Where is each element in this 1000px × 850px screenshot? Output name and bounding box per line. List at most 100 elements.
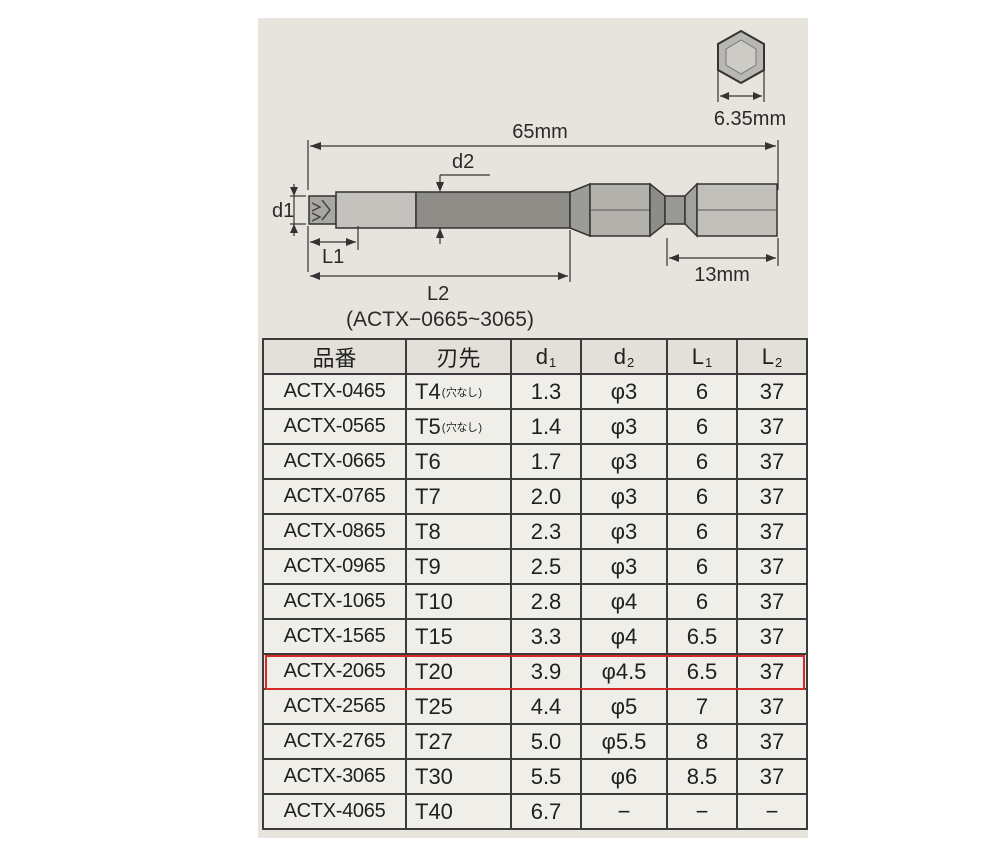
cell-d1: 4.4 <box>510 688 582 725</box>
cell-l1: 8.5 <box>666 758 738 795</box>
total-length-label: 65mm <box>512 121 568 143</box>
cell-d2: − <box>580 793 668 830</box>
cell-d2: φ3 <box>580 478 668 515</box>
cell-l2: 37 <box>736 373 808 410</box>
d2-label: d2 <box>452 151 474 173</box>
cell-part-no: ACTX-1065 <box>262 583 407 620</box>
hex-length-label: 13mm <box>694 264 750 286</box>
cell-l2: 37 <box>736 653 808 690</box>
note-paren: ) <box>478 386 482 399</box>
cell-part-no: ACTX-1565 <box>262 618 407 655</box>
cell-tip: T7 <box>405 478 512 515</box>
cell-tip: T25 <box>405 688 512 725</box>
header-l2: L2 <box>736 338 808 375</box>
cell-tip: T27 <box>405 723 512 760</box>
cell-d2: φ5.5 <box>580 723 668 760</box>
cell-l1: 7 <box>666 688 738 725</box>
cell-part-no: ACTX-4065 <box>262 793 407 830</box>
cell-l2: − <box>736 793 808 830</box>
cell-l1: 6 <box>666 583 738 620</box>
cell-l2: 37 <box>736 443 808 480</box>
cell-d1: 2.3 <box>510 513 582 550</box>
cell-tip: T15 <box>405 618 512 655</box>
cell-part-no: ACTX-3065 <box>262 758 407 795</box>
cell-part-no: ACTX-0865 <box>262 513 407 550</box>
cell-l2: 37 <box>736 583 808 620</box>
cell-l1: 6 <box>666 373 738 410</box>
header-d2: d2 <box>580 338 668 375</box>
cell-l1: 8 <box>666 723 738 760</box>
cell-l2: 37 <box>736 513 808 550</box>
cell-tip: T5(穴なし) <box>405 408 512 445</box>
no-hole-note: 穴なし <box>445 386 478 399</box>
note-paren: ) <box>478 421 482 434</box>
bit-body <box>308 182 778 238</box>
cell-l1: 6.5 <box>666 653 738 690</box>
note-paren: ( <box>441 386 446 399</box>
cell-l2: 37 <box>736 618 808 655</box>
cell-d2: φ4 <box>580 583 668 620</box>
cell-d1: 3.3 <box>510 618 582 655</box>
cell-d2: φ6 <box>580 758 668 795</box>
cell-d1: 2.5 <box>510 548 582 585</box>
hex-width-label: 6.35mm <box>714 108 786 130</box>
cell-d1: 2.8 <box>510 583 582 620</box>
cell-part-no: ACTX-0465 <box>262 373 407 410</box>
header-d1: d1 <box>510 338 582 375</box>
cell-d2: φ3 <box>580 408 668 445</box>
table-header-row: 品番 刃先 d1 d2 L1 L2 <box>262 338 808 375</box>
header-part-no: 品番 <box>262 338 407 375</box>
cell-l1: 6 <box>666 548 738 585</box>
cell-l2: 37 <box>736 723 808 760</box>
cell-d1: 1.7 <box>510 443 582 480</box>
cell-d1: 2.0 <box>510 478 582 515</box>
cell-part-no: ACTX-2065 <box>262 653 407 690</box>
cell-d2: φ3 <box>580 443 668 480</box>
cell-part-no: ACTX-2565 <box>262 688 407 725</box>
no-hole-note: 穴なし <box>445 421 478 434</box>
header-tip: 刃先 <box>405 338 512 375</box>
cell-d1: 3.9 <box>510 653 582 690</box>
cell-part-no: ACTX-0665 <box>262 443 407 480</box>
cell-part-no: ACTX-0565 <box>262 408 407 445</box>
header-l1: L1 <box>666 338 738 375</box>
d1-label: d1 <box>272 200 294 222</box>
cell-tip: T6 <box>405 443 512 480</box>
cell-tip: T9 <box>405 548 512 585</box>
cell-part-no: ACTX-0965 <box>262 548 407 585</box>
cell-l2: 37 <box>736 548 808 585</box>
cell-l2: 37 <box>736 408 808 445</box>
cell-d1: 5.0 <box>510 723 582 760</box>
cell-l2: 37 <box>736 478 808 515</box>
cell-d2: φ3 <box>580 373 668 410</box>
cell-part-no: ACTX-0765 <box>262 478 407 515</box>
cell-l1: − <box>666 793 738 830</box>
cell-l1: 6 <box>666 443 738 480</box>
cell-l2: 37 <box>736 758 808 795</box>
cell-tip: T30 <box>405 758 512 795</box>
model-range-label: (ACTX−0665~3065) <box>346 308 534 331</box>
cell-d1: 1.4 <box>510 408 582 445</box>
cell-l2: 37 <box>736 688 808 725</box>
cell-tip: T4(穴なし) <box>405 373 512 410</box>
l2-label: L2 <box>427 283 449 305</box>
cell-d2: φ4.5 <box>580 653 668 690</box>
cell-d1: 6.7 <box>510 793 582 830</box>
cell-l1: 6 <box>666 408 738 445</box>
cell-l1: 6 <box>666 478 738 515</box>
cell-l1: 6.5 <box>666 618 738 655</box>
cell-tip: T8 <box>405 513 512 550</box>
